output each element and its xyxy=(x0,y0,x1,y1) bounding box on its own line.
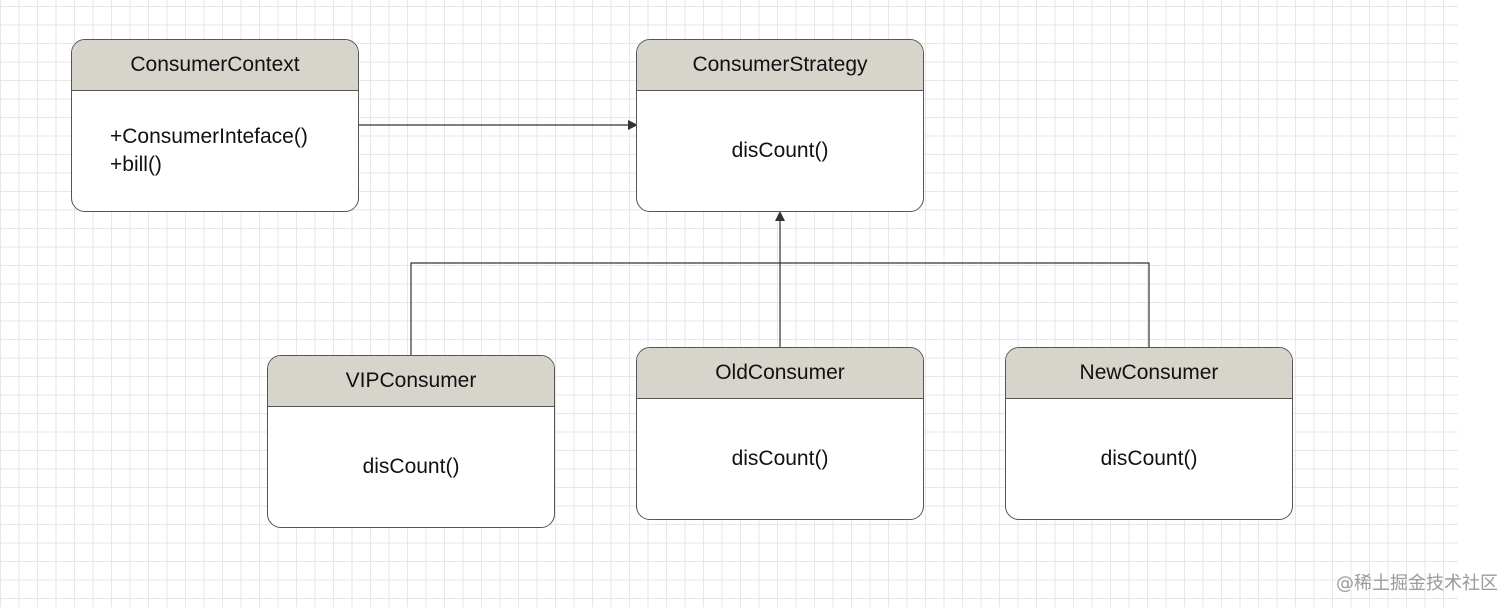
canvas-margin xyxy=(1458,0,1512,607)
class-name: ConsumerContext xyxy=(72,40,358,91)
class-methods: disCount() xyxy=(1006,399,1292,519)
class-methods: +ConsumerInteface() +bill() xyxy=(72,91,358,211)
class-new-consumer[interactable]: NewConsumer disCount() xyxy=(1005,347,1293,520)
method: disCount() xyxy=(731,139,829,162)
method: +ConsumerInteface() xyxy=(110,125,308,148)
class-name: OldConsumer xyxy=(637,348,923,399)
new-connector[interactable] xyxy=(780,262,1150,348)
class-consumer-context[interactable]: ConsumerContext +ConsumerInteface() +bil… xyxy=(71,39,359,212)
watermark: @稀土掘金技术社区 xyxy=(1336,573,1498,594)
method: disCount() xyxy=(1100,447,1198,470)
method: disCount() xyxy=(362,455,460,478)
class-old-consumer[interactable]: OldConsumer disCount() xyxy=(636,347,924,520)
class-methods: disCount() xyxy=(637,91,923,211)
class-vip-consumer[interactable]: VIPConsumer disCount() xyxy=(267,355,555,528)
class-name: ConsumerStrategy xyxy=(637,40,923,91)
class-methods: disCount() xyxy=(637,399,923,519)
class-consumer-strategy[interactable]: ConsumerStrategy disCount() xyxy=(636,39,924,212)
class-name: VIPConsumer xyxy=(268,356,554,407)
vip-connector[interactable] xyxy=(410,262,780,355)
method: +bill() xyxy=(110,153,162,176)
class-methods: disCount() xyxy=(268,407,554,527)
class-name: NewConsumer xyxy=(1006,348,1292,399)
method: disCount() xyxy=(731,447,829,470)
